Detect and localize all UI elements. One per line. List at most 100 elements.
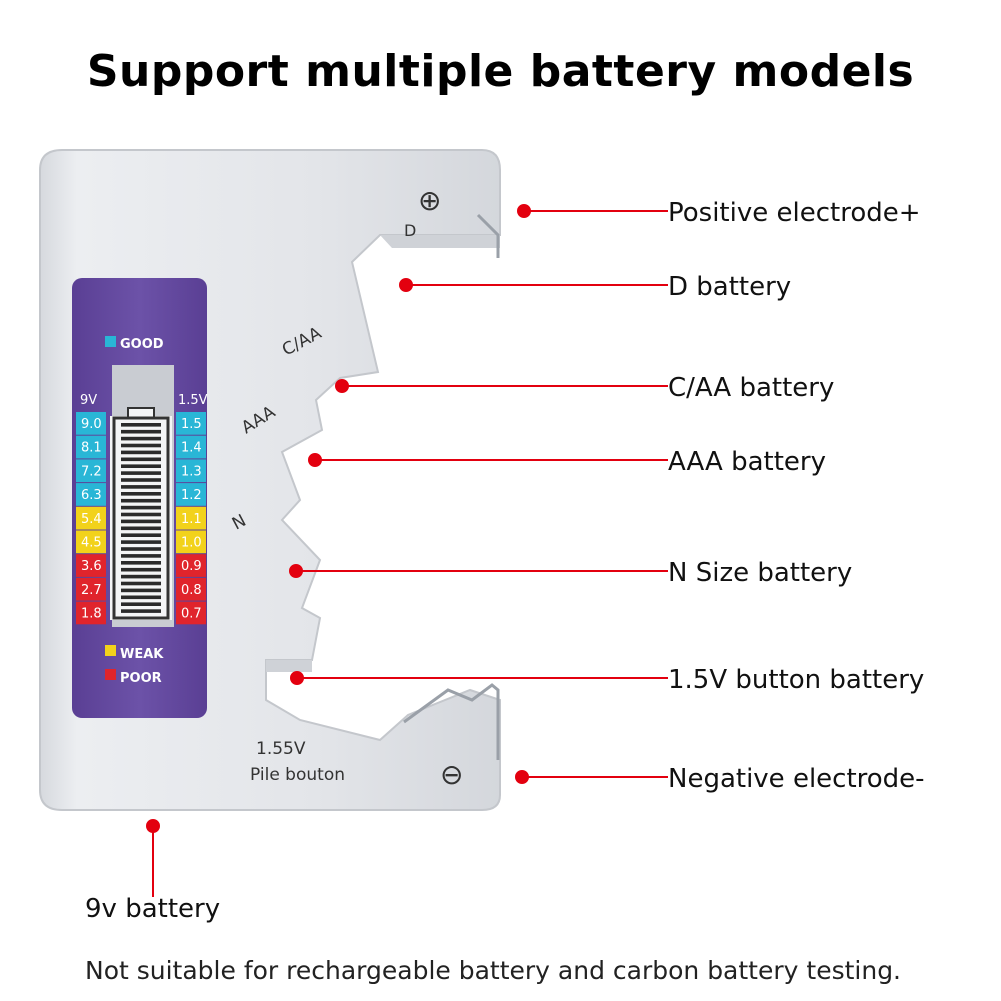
left-scale-cell bbox=[76, 506, 106, 530]
right-scale-value: 1.0 bbox=[181, 536, 202, 551]
right-scale-cell bbox=[176, 459, 206, 483]
scale-header-1-5v: 1.5V bbox=[178, 393, 208, 408]
left-scale-value: 8.1 bbox=[81, 441, 102, 456]
button-voltage-label: 1.55V bbox=[256, 739, 306, 759]
gauge-segment bbox=[121, 429, 161, 434]
right-voltage-scale: 1.5 1.4 1.3 1.2 1.1 1.0 0.9 0.8 0.7 bbox=[176, 412, 206, 625]
left-scale-value: 1.8 bbox=[81, 607, 102, 622]
battery-gauge-segments bbox=[121, 423, 161, 613]
negative-spring-contact bbox=[403, 683, 500, 760]
poor-indicator-icon bbox=[105, 669, 116, 680]
callout-negative-electrode: Negative electrode- bbox=[668, 764, 925, 794]
gauge-segment bbox=[121, 512, 161, 517]
gauge-segment bbox=[121, 423, 161, 427]
gauge-segment bbox=[121, 457, 161, 462]
gauge-segment bbox=[121, 436, 161, 441]
gauge-segment bbox=[121, 519, 161, 524]
good-indicator-icon bbox=[105, 336, 116, 347]
left-scale-cell bbox=[76, 459, 106, 483]
gauge-segment bbox=[121, 595, 161, 600]
left-scale-value: 7.2 bbox=[81, 464, 102, 479]
negative-marker-dot bbox=[515, 770, 529, 784]
battery-gauge-outline bbox=[112, 416, 170, 620]
right-scale-value: 0.9 bbox=[181, 559, 202, 574]
weak-label: WEAK bbox=[120, 647, 164, 662]
battery-gauge-icon bbox=[110, 416, 172, 620]
gauge-segment bbox=[121, 567, 161, 572]
gauge-segment bbox=[121, 485, 161, 489]
positive-marker-dot bbox=[517, 204, 531, 218]
gauge-segment bbox=[121, 450, 161, 455]
callout-button-battery: 1.5V button battery bbox=[668, 665, 925, 695]
left-scale-value: 5.4 bbox=[81, 512, 102, 527]
scale-header-9v: 9V bbox=[80, 393, 97, 408]
negative-terminal-symbol: ⊖ bbox=[440, 758, 463, 791]
gauge-segment bbox=[121, 464, 161, 468]
right-scale-cell bbox=[176, 601, 206, 625]
gauge-segment bbox=[121, 581, 161, 586]
right-scale-cell bbox=[176, 483, 206, 506]
button-marker-dot bbox=[290, 671, 304, 685]
gauge-segment bbox=[121, 561, 161, 565]
left-scale-value: 4.5 bbox=[81, 536, 102, 551]
left-scale-cell bbox=[76, 435, 106, 459]
weak-indicator-icon bbox=[105, 645, 116, 656]
callout-9v-battery: 9v battery bbox=[85, 894, 221, 924]
left-scale-cell bbox=[76, 554, 106, 577]
gauge-segment bbox=[121, 526, 161, 531]
callout-d-battery: D battery bbox=[668, 272, 792, 302]
caa-marker-dot bbox=[335, 379, 349, 393]
gauge-segment bbox=[121, 533, 161, 537]
right-scale-cell bbox=[176, 435, 206, 459]
right-scale-value: 1.5 bbox=[181, 417, 202, 432]
aaa-marker-dot bbox=[308, 453, 322, 467]
left-scale-cell bbox=[76, 412, 106, 435]
gauge-segment bbox=[121, 540, 161, 544]
good-label: GOOD bbox=[120, 337, 164, 352]
gauge-segment bbox=[121, 547, 161, 551]
gauge-segment bbox=[121, 602, 161, 606]
positive-terminal-symbol: ⊕ bbox=[418, 184, 441, 217]
callout-positive-electrode: Positive electrode+ bbox=[668, 198, 921, 228]
left-scale-cell bbox=[76, 530, 106, 554]
positive-spring-contact bbox=[476, 213, 500, 258]
slot-shadow bbox=[266, 660, 312, 672]
left-scale-value: 3.6 bbox=[81, 559, 102, 574]
callout-aaa-battery: AAA battery bbox=[668, 447, 826, 477]
d-marker-dot bbox=[399, 278, 413, 292]
right-scale-cell bbox=[176, 530, 206, 554]
left-scale-value: 9.0 bbox=[81, 417, 102, 432]
left-voltage-scale: 9.0 8.1 7.2 6.3 5.4 4.5 3.6 2.7 1.8 bbox=[76, 412, 106, 625]
gauge-segment bbox=[121, 554, 161, 558]
left-scale-value: 6.3 bbox=[81, 488, 102, 503]
gauge-segment bbox=[121, 471, 161, 475]
callout-caa-battery: C/AA battery bbox=[668, 373, 835, 403]
gauge-segment bbox=[121, 492, 161, 496]
right-scale-cell bbox=[176, 554, 206, 577]
gauge-segment bbox=[121, 574, 161, 579]
button-text-label: Pile bouton bbox=[250, 765, 345, 785]
n-marker-dot bbox=[289, 564, 303, 578]
gauge-segment bbox=[121, 505, 161, 510]
left-scale-cell bbox=[76, 577, 106, 601]
right-scale-value: 1.3 bbox=[181, 464, 202, 479]
gauge-segment bbox=[121, 588, 161, 593]
nine-volt-marker-dot bbox=[146, 819, 160, 833]
right-scale-cell bbox=[176, 412, 206, 435]
right-scale-value: 1.4 bbox=[181, 441, 202, 456]
left-scale-value: 2.7 bbox=[81, 583, 102, 598]
right-scale-value: 1.2 bbox=[181, 488, 202, 503]
left-scale-cell bbox=[76, 601, 106, 625]
footnote: Not suitable for rechargeable battery an… bbox=[85, 956, 902, 985]
right-scale-cell bbox=[176, 506, 206, 530]
right-scale-value: 0.8 bbox=[181, 583, 202, 598]
right-scale-value: 0.7 bbox=[181, 607, 202, 622]
d-slot-label: D bbox=[404, 221, 416, 240]
gauge-segment bbox=[121, 498, 161, 503]
poor-label: POOR bbox=[120, 671, 162, 686]
page-title: Support multiple battery models bbox=[86, 46, 915, 97]
callout-n-size-battery: N Size battery bbox=[668, 558, 853, 588]
right-scale-value: 1.1 bbox=[181, 512, 202, 527]
left-scale-cell bbox=[76, 483, 106, 506]
